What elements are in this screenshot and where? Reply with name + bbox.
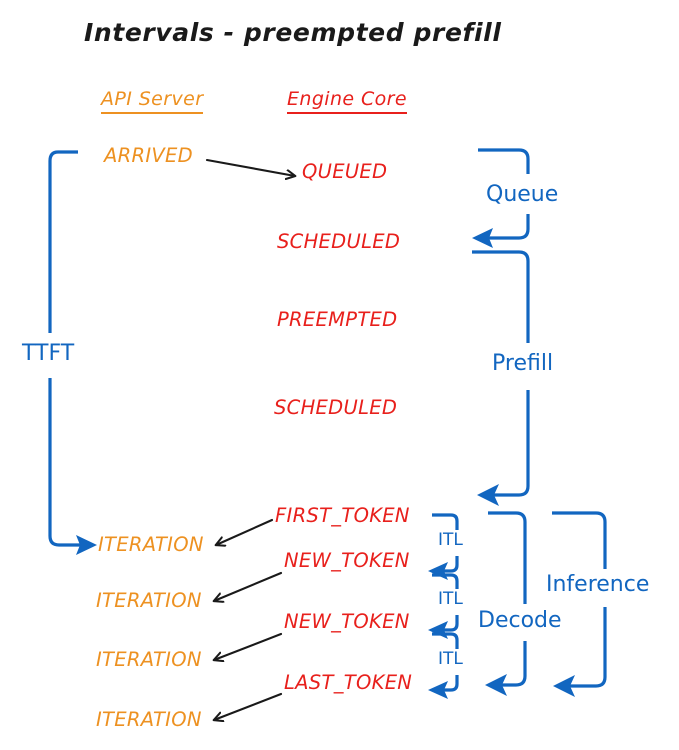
blue-arrowheads (76, 228, 575, 699)
event-scheduled-1: SCHEDULED (277, 230, 401, 253)
event-scheduled-2: SCHEDULED (274, 396, 398, 419)
interval-label-queue: Queue (486, 182, 559, 207)
bracket-itl-1 (432, 513, 459, 573)
bracket-queue (478, 148, 530, 240)
event-iteration-2: ITERATION (96, 589, 202, 612)
arrowhead-itl-2 (428, 621, 448, 639)
interval-label-itl-2: ITL (438, 589, 463, 609)
arrow-new-token-to-iteration-2 (214, 632, 283, 660)
arrowhead-prefill (477, 484, 499, 506)
bracket-decode (488, 511, 527, 687)
event-iteration-3: ITERATION (96, 648, 202, 671)
event-preempted: PREEMPTED (277, 308, 398, 331)
arrowhead-itl-3 (428, 681, 448, 699)
event-first-token: FIRST_TOKEN (275, 504, 410, 527)
interval-label-itl-3: ITL (438, 649, 463, 669)
arrowhead-itl-1 (428, 562, 448, 580)
column-header-api-server: API Server (101, 90, 204, 114)
column-header-engine-core: Engine Core (287, 90, 407, 114)
interval-label-ttft: TTFT (22, 341, 75, 366)
arrow-first-token-to-iteration (216, 518, 274, 545)
interval-label-decode: Decode (478, 608, 562, 633)
arrow-last-token-to-iteration (214, 692, 283, 720)
arrowhead-inference (553, 675, 575, 697)
event-new-token-2: NEW_TOKEN (284, 610, 410, 633)
event-arrived: ARRIVED (104, 144, 193, 167)
bracket-itl-3 (432, 632, 459, 692)
interval-label-inference: Inference (546, 572, 650, 597)
bracket-inference (552, 511, 607, 688)
event-iteration-4: ITERATION (96, 708, 202, 731)
event-iteration-1: ITERATION (98, 533, 204, 556)
arrowhead-decode (485, 674, 507, 696)
bracket-prefill (472, 250, 530, 497)
arrow-arrived-to-queued (205, 158, 295, 176)
bracket-ttft (48, 150, 82, 547)
event-queued: QUEUED (302, 160, 388, 183)
interval-label-prefill: Prefill (492, 351, 554, 376)
arrowhead-queue (472, 228, 493, 248)
interval-label-itl-1: ITL (438, 530, 463, 550)
bracket-itl-2 (432, 573, 459, 632)
arrow-new-token-to-iteration-1 (214, 571, 283, 601)
event-new-token-1: NEW_TOKEN (284, 549, 410, 572)
arrowhead-ttft (76, 535, 97, 555)
page-title: Intervals - preempted prefill (84, 18, 502, 47)
event-last-token: LAST_TOKEN (284, 671, 413, 694)
